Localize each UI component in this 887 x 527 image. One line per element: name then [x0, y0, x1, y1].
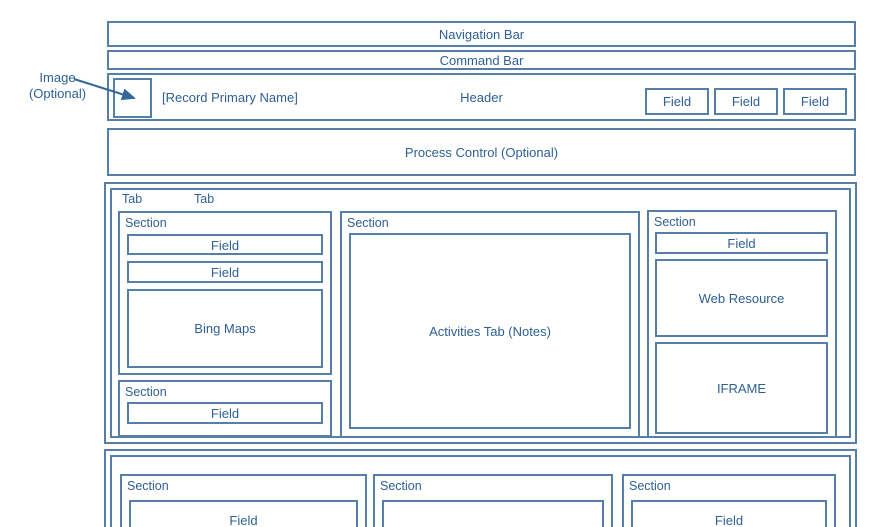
right-section-label: Section — [654, 215, 696, 229]
left-section-2: Section Field — [118, 380, 332, 437]
right-section-field: Field — [655, 232, 828, 254]
activities-tab-box: Activities Tab (Notes) — [349, 233, 631, 429]
web-resource-box: Web Resource — [655, 259, 828, 337]
image-annotation-label: Image (Optional) — [5, 70, 110, 102]
bottom-section-2-label: Section — [380, 479, 422, 493]
header-title: Header — [460, 89, 503, 105]
bottom-section-1: Section Field — [120, 474, 367, 527]
middle-section-label: Section — [347, 216, 389, 230]
tab-group-1: Tab Tab Section Field Field Bing Maps Se… — [104, 182, 857, 444]
bottom-section-1-label: Section — [127, 479, 169, 493]
record-image-placeholder — [113, 78, 152, 118]
middle-section: Section Activities Tab (Notes) — [340, 211, 640, 438]
header-field-1: Field — [645, 88, 709, 115]
bottom-section-3-label: Section — [629, 479, 671, 493]
left-section-2-label: Section — [125, 385, 167, 399]
bing-maps-box: Bing Maps — [127, 289, 323, 368]
tab-group-1-inner: Tab Tab Section Field Field Bing Maps Se… — [110, 188, 851, 438]
tab-group-2-inner: Section Field Section Section Field — [110, 455, 851, 527]
bottom-section-3: Section Field — [622, 474, 836, 527]
left-section-1-field-2: Field — [127, 261, 323, 283]
right-section: Section Field Web Resource IFRAME — [647, 210, 837, 438]
left-section-2-field: Field — [127, 402, 323, 424]
image-annotation-line2: (Optional) — [28, 86, 87, 101]
tab-label-1: Tab — [122, 192, 143, 206]
bottom-section-2: Section — [373, 474, 613, 527]
header-field-3: Field — [783, 88, 847, 115]
process-control-label: Process Control (Optional) — [404, 144, 559, 160]
header-fields-row: Field Field Field — [645, 88, 847, 115]
command-bar-box: Command Bar — [107, 50, 856, 70]
command-bar-label: Command Bar — [439, 52, 524, 68]
process-control-box: Process Control (Optional) — [107, 128, 856, 176]
left-section-1-field-1: Field — [127, 234, 323, 255]
tab-group-2: Section Field Section Section Field — [104, 449, 857, 527]
left-section-1-label: Section — [125, 216, 167, 230]
tab-label-2: Tab — [194, 192, 215, 206]
navigation-bar-label: Navigation Bar — [438, 26, 525, 42]
image-annotation-arrow — [73, 78, 136, 101]
bottom-section-3-field: Field — [631, 500, 827, 527]
bottom-section-2-field — [382, 500, 604, 527]
image-annotation-line1: Image — [39, 70, 76, 85]
left-section-1: Section Field Field Bing Maps — [118, 211, 332, 375]
record-primary-name: [Record Primary Name] — [162, 89, 298, 105]
iframe-box: IFRAME — [655, 342, 828, 434]
bottom-section-1-field: Field — [129, 500, 358, 527]
header-field-2: Field — [714, 88, 778, 115]
navigation-bar-box: Navigation Bar — [107, 21, 856, 47]
header-box: [Record Primary Name] Header Field Field… — [107, 73, 856, 121]
